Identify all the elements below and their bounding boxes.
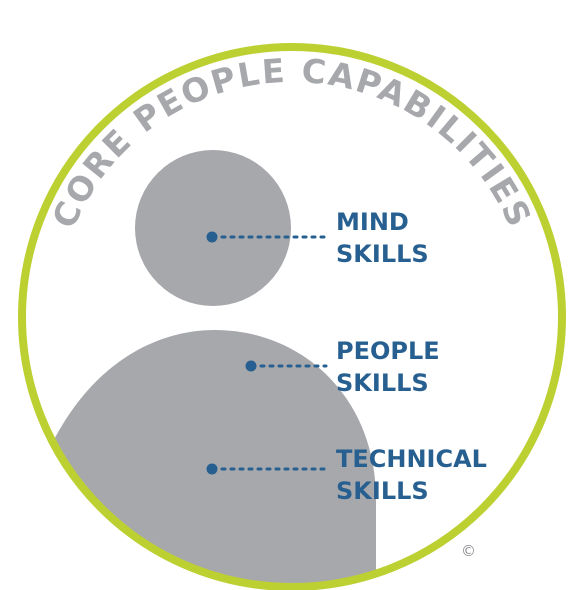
mind-skills-connector [206,231,330,243]
diagram-title-text: CORE PEOPLE CAPABILITIES [44,51,537,234]
people-skills-dot [245,360,257,372]
mind-skills-line2: SKILLS [336,240,429,268]
outer-ring [18,43,566,590]
technical-skills-line1: TECHNICAL [336,445,487,473]
people-skills-label: PEOPLE SKILLS [336,337,448,397]
mind-skills-line1: MIND [336,208,409,236]
people-skills-line2: SKILLS [336,369,429,397]
person-silhouette-icon [40,150,376,587]
person-head [135,150,291,306]
technical-skills-dot [206,463,218,475]
technical-skills-label: TECHNICAL SKILLS [336,445,495,505]
technical-skills-connector [206,463,330,475]
mind-skills-label: MIND SKILLS [336,208,429,268]
copyright-mark: © [461,542,476,560]
diagram-title: CORE PEOPLE CAPABILITIES [44,51,539,234]
person-body [40,330,376,587]
technical-skills-line2: SKILLS [336,477,429,505]
people-skills-connector [245,360,328,372]
people-skills-line1: PEOPLE [336,337,440,365]
mind-skills-dot [206,231,218,243]
